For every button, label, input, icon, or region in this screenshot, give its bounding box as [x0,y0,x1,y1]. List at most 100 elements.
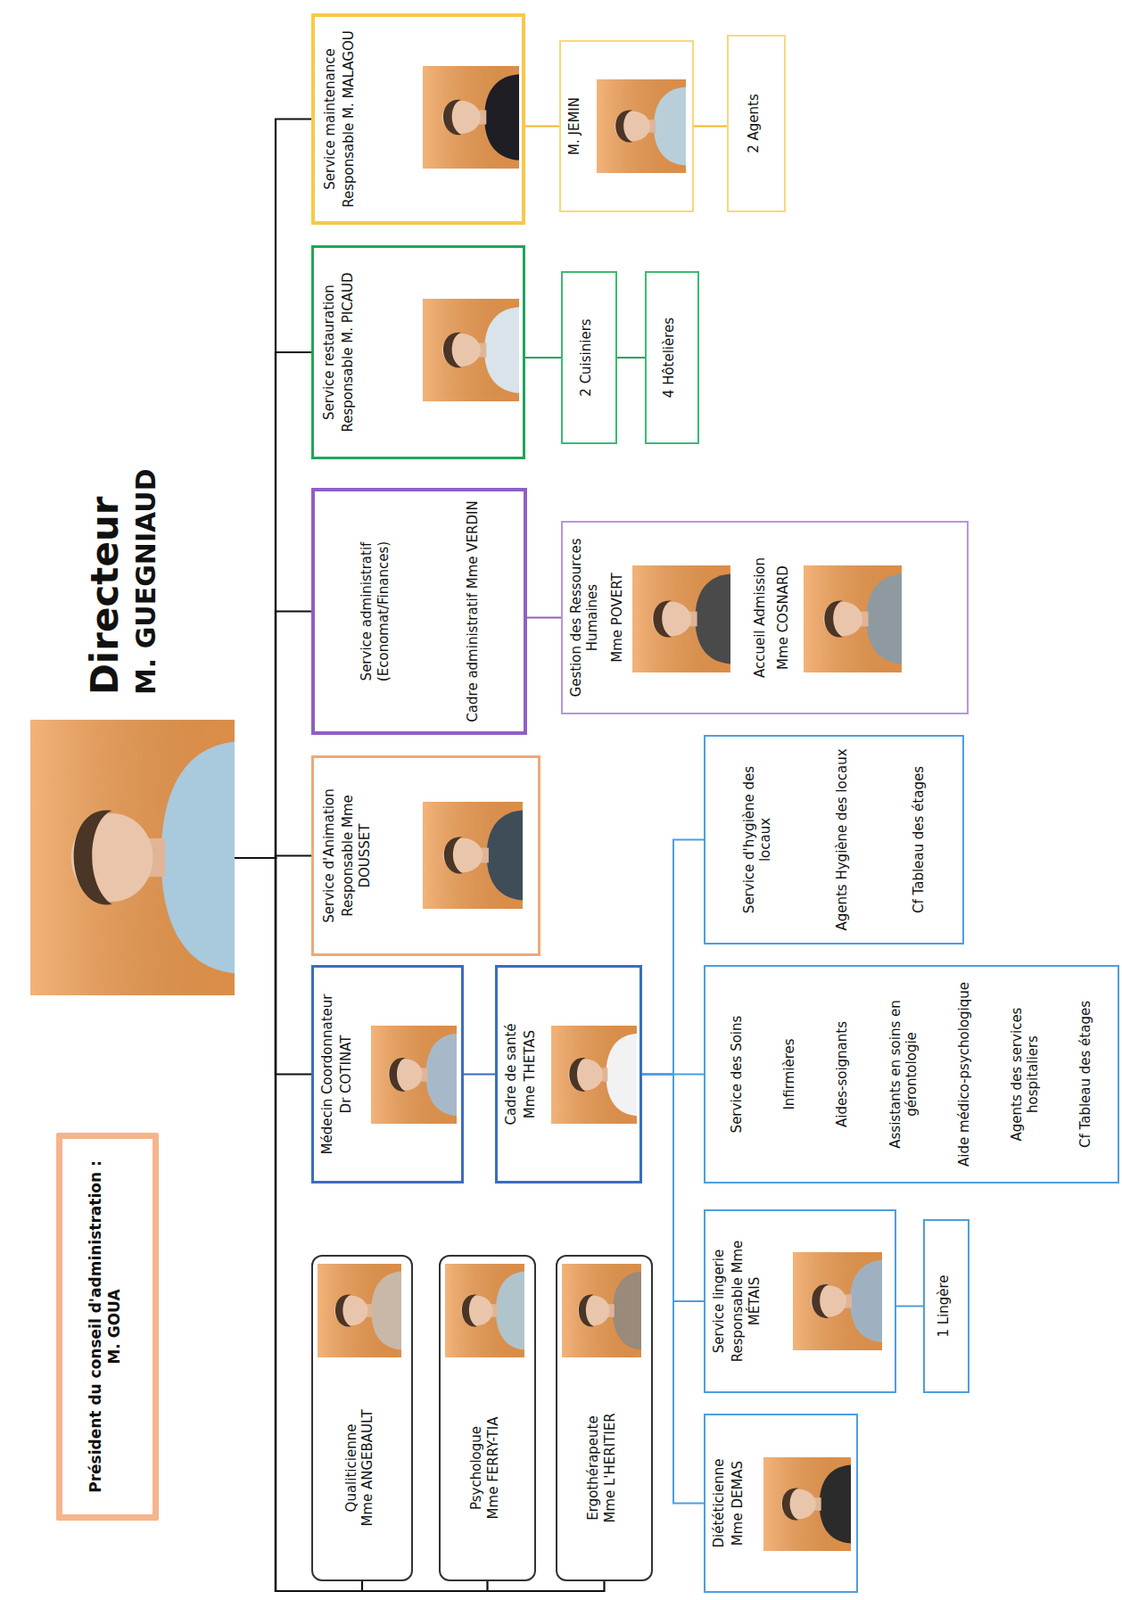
org-connector [234,858,312,1075]
node-label: 1 Lingère [935,1224,952,1388]
team-box: Gestion des Ressources Humaines Mme POVER… [561,520,969,715]
node-label: Responsable M. MALAGOU [340,22,357,216]
node-label: 2 Cuisiniers [577,276,594,439]
node-label: Mme THETAS [521,973,538,1176]
text-group: Accueil Admission [751,528,768,708]
node-label: Accueil Admission [751,528,768,708]
node-label: Service d'Animation [321,763,338,949]
team-box: 2 Agents [726,34,786,213]
staff-box: PsychologueMme FERRY-TIA [438,1254,537,1582]
text-group: Président du conseil d'administration : … [62,1147,148,1506]
node-label: Agents Hygiène des locaux [833,742,850,938]
node-label: Qualiticienne [343,1361,360,1575]
staff-box: DiététicienneMme DEMAS [703,1413,858,1593]
node-label: 4 Hôtelières [660,276,677,439]
node-label: Cadre administratif Mme VERDIN [464,498,481,725]
text-group: M. JEMIN [566,47,583,206]
text-group: PsychologueMme FERRY-TIA [440,1361,529,1575]
service-box: Service d'AnimationResponsable Mme DOUSS… [311,755,541,957]
org-connector [234,611,312,859]
service-box: Service lingerieResponsable Mme MÉTAIS [703,1209,897,1394]
node-label: Médecin Coordonnateur [319,973,336,1176]
text-group: QualiticienneMme ANGEBAULT [313,1361,406,1575]
node-label: Agents des services hospitaliers [1008,972,1042,1177]
node-label: Mme ANGEBAULT [359,1361,376,1575]
team-box: 4 Hôtelières [644,271,700,445]
node-label: Président du conseil d'administration : … [86,1147,124,1506]
text-group: 1 Lingère [924,1224,963,1388]
node-label: Assistants en soins en gérontologie [887,972,921,1177]
text-group: 2 Agents [728,40,779,207]
portrait-photo [371,1025,457,1124]
org-connector [234,119,312,859]
node-label: Directeur [82,429,128,695]
node-label: Psychologue [468,1361,485,1575]
director-node: DirecteurM. GUEGNIAUD [30,429,235,996]
text-group: Mme POVERT [609,528,626,708]
node-label: Cf Tableau des étages [910,742,927,938]
service-box: Cadre de santéMme THETAS [495,965,643,1184]
node-label: Ergothérapeute [585,1361,602,1575]
service-box: Service administratif (Economat/Finances… [311,487,528,735]
node-label: Infirmières [781,972,798,1177]
team-box: 1 Lingère [923,1219,970,1394]
text-group: DiététicienneMme DEMAS [710,1420,747,1586]
portrait-photo [596,79,686,174]
node-label: M. GUEGNIAUD [130,429,164,695]
portrait-photo [317,1263,402,1358]
team-box: 2 Cuisiniers [561,271,618,445]
node-label: Responsable Mme DOUSSET [339,763,373,949]
portrait-photo [763,1457,851,1551]
node-label: Aides-soignants [833,972,850,1177]
node-label: Mme DEMAS [729,1420,746,1586]
node-label: Gestion des Ressources Humaines [568,528,602,708]
service-box: Service des Soins Infirmières Aides-soigna… [703,965,1120,1184]
service-box: Service d'hygiène des locaux Agents Hygiè… [703,734,965,945]
node-label: Service maintenance [321,22,339,216]
node-label: Aide médico-psychologique [956,972,973,1177]
portrait-photo [792,1252,883,1351]
org-connector [234,352,312,858]
text-group: Service d'hygiène des locaux Agents Hygiè… [710,742,957,938]
text-group: 2 Cuisiniers [562,276,611,439]
org-connector [525,356,561,359]
node-label: Service lingerie [710,1216,727,1386]
node-label: Responsable M. PICAUD [339,253,356,452]
node-label: Diététicienne [710,1420,727,1586]
org-connector [463,1073,495,1076]
text-group: Service restaurationResponsable M. PICAU… [321,253,357,452]
org-connector [234,858,605,1592]
node-label: Mme L'HERITIER [602,1361,619,1575]
text-group: Service des Soins Infirmières Aides-soigna… [710,972,1113,1177]
node-label: Mme FERRY-TIA [485,1361,502,1575]
org-connector [527,617,561,619]
node-label: Service des Soins [728,972,745,1177]
portrait-photo [561,1263,642,1358]
service-box: Service restaurationResponsable M. PICAU… [311,245,526,460]
service-box: Service maintenanceResponsable M. MALAGO… [311,13,526,225]
text-group: 4 Hôtelières [646,276,693,439]
node-label: Service restauration [321,253,338,452]
text-group: Service administratif (Economat/Finances… [321,498,519,725]
node-label: 2 Agents [745,40,762,207]
service-box: Médecin CoordonnateurDr COTINAT [311,965,464,1184]
text-group: Médecin CoordonnateurDr COTINAT [319,973,355,1176]
portrait-photo [422,801,523,909]
node-label: M. JEMIN [566,47,583,206]
node-label: Service d'hygiène des locaux [741,742,775,938]
node-label: Service administratif (Economat/Finances… [358,498,392,725]
node-label: Cadre de santé [503,973,520,1176]
text-group: DirecteurM. GUEGNIAUD [82,429,164,695]
org-connector [525,125,560,128]
portrait-photo [803,565,902,673]
portrait-photo [422,66,520,169]
board-box: Président du conseil d'administration : … [56,1132,159,1521]
text-group: Service d'AnimationResponsable Mme DOUSS… [321,763,373,949]
portrait-photo [422,298,520,402]
node-label: Dr COTINAT [338,973,355,1176]
org-connector [234,858,363,1592]
node-label: Cf Tableau des étages [1077,972,1094,1177]
staff-box: ErgothérapeuteMme L'HERITIER [555,1254,653,1582]
